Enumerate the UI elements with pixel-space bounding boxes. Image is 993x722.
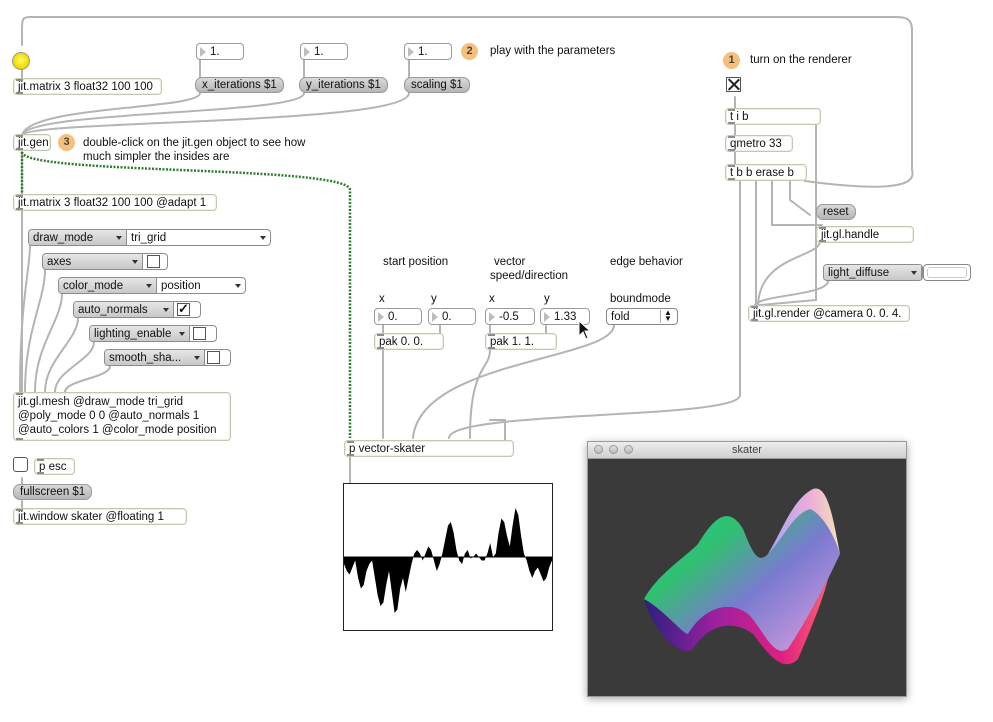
auto-normals-checkbox[interactable] (177, 301, 190, 317)
comment-doubleclick: double-click on the jit.gen object to se… (83, 137, 306, 163)
badge-2: 2 (461, 43, 478, 60)
attr-name: smooth_sha... (105, 350, 205, 365)
y-iterations-number[interactable]: 1. (300, 43, 348, 60)
jit-matrix-init[interactable]: jit.matrix 3 float32 100 100 (13, 78, 162, 95)
skater-window[interactable]: skater (587, 441, 907, 697)
boundmode-umenu[interactable]: fold▲▼ (606, 308, 678, 325)
jit-gl-mesh[interactable]: jit.gl.mesh @draw_mode tri_grid @poly_mo… (13, 392, 231, 441)
attr-value[interactable]: position (157, 278, 245, 293)
attrui-draw-mode[interactable]: draw_mode tri_grid (28, 229, 271, 246)
label-start-y: y (431, 293, 437, 305)
attrui-lighting-enable[interactable]: lighting_enable (89, 325, 217, 342)
attr-name: auto_normals (74, 302, 174, 317)
comment-speed-direction: speed/direction (490, 270, 568, 282)
attr-name: axes (43, 254, 143, 269)
jit-gl-handle[interactable]: jit.gl.handle (816, 226, 914, 243)
attr-name: light_diffuse (824, 265, 922, 280)
attrui-color-mode[interactable]: color_mode position (58, 277, 246, 294)
comment-start-position: start position (383, 256, 449, 268)
scaling-message[interactable]: scaling $1 (404, 77, 470, 93)
jit-gen-object[interactable]: jit.gen (13, 134, 51, 151)
smooth-shading-checkbox[interactable] (207, 351, 220, 364)
zoom-icon[interactable] (624, 445, 633, 454)
axes-checkbox[interactable] (147, 255, 160, 268)
fullscreen-toggle[interactable] (13, 457, 28, 472)
x-iterations-number[interactable]: 1. (196, 43, 244, 60)
badge-3: 3 (58, 134, 75, 151)
attrui-auto-normals[interactable]: auto_normals (73, 301, 201, 318)
rendered-mesh (644, 488, 840, 665)
attrui-smooth-shading[interactable]: smooth_sha... (104, 349, 231, 366)
light-diffuse-color-swatch[interactable] (923, 264, 971, 281)
vec-x-number[interactable]: -0.5 (485, 308, 535, 325)
reset-message[interactable]: reset (816, 204, 856, 220)
comment-edge-behavior: edge behavior (610, 256, 683, 268)
start-bang[interactable] (12, 52, 30, 70)
comment-vector: vector (494, 256, 526, 268)
waveform-scope (343, 483, 553, 631)
comment-turn-on: turn on the renderer (750, 54, 852, 66)
fullscreen-message[interactable]: fullscreen $1 (13, 484, 93, 500)
close-icon[interactable] (594, 445, 603, 454)
vec-y-number[interactable]: 1.33 (540, 308, 590, 325)
attr-name: draw_mode (29, 230, 127, 245)
attr-name: color_mode (59, 278, 157, 293)
t-b-b-erase-object[interactable]: t b b erase b (725, 164, 807, 181)
attr-value[interactable]: tri_grid (127, 230, 270, 245)
label-boundmode: boundmode (610, 293, 671, 305)
label-vec-y: y (544, 293, 550, 305)
label-start-x: x (379, 293, 385, 305)
attr-name: lighting_enable (90, 326, 190, 341)
window-titlebar[interactable]: skater (588, 442, 906, 459)
t-i-b-object[interactable]: t i b (725, 108, 821, 125)
renderer-toggle[interactable] (726, 77, 741, 92)
waveform-graph (344, 508, 552, 613)
waveform-fill (344, 508, 552, 613)
lighting-checkbox[interactable] (193, 327, 206, 340)
scaling-number[interactable]: 1. (404, 43, 452, 60)
qmetro-object[interactable]: qmetro 33 (725, 135, 793, 152)
pak-start-object[interactable]: pak 0. 0. (374, 333, 444, 350)
p-esc-object[interactable]: p esc (34, 458, 75, 475)
minimize-icon[interactable] (609, 445, 618, 454)
start-y-number[interactable]: 0. (428, 308, 476, 325)
pak-vector-object[interactable]: pak 1. 1. (485, 333, 557, 350)
jit-matrix-adapt[interactable]: jit.matrix 3 float32 100 100 @adapt 1 (13, 194, 217, 211)
p-vector-skater[interactable]: p vector-skater (344, 440, 514, 457)
start-x-number[interactable]: 0. (374, 308, 422, 325)
attrui-axes[interactable]: axes (42, 253, 168, 270)
label-vec-x: x (489, 293, 495, 305)
attrui-light-diffuse[interactable]: light_diffuse (823, 264, 923, 281)
window-title: skater (732, 444, 762, 456)
comment-play: play with the parameters (490, 45, 616, 57)
y-iterations-message[interactable]: y_iterations $1 (299, 77, 388, 93)
x-iterations-message[interactable]: x_iterations $1 (195, 77, 284, 93)
mouse-cursor-icon (578, 320, 592, 340)
jit-gl-render[interactable]: jit.gl.render @camera 0. 0. 4. (748, 305, 910, 322)
badge-1: 1 (723, 52, 740, 69)
jit-window[interactable]: jit.window skater @floating 1 (13, 508, 187, 525)
